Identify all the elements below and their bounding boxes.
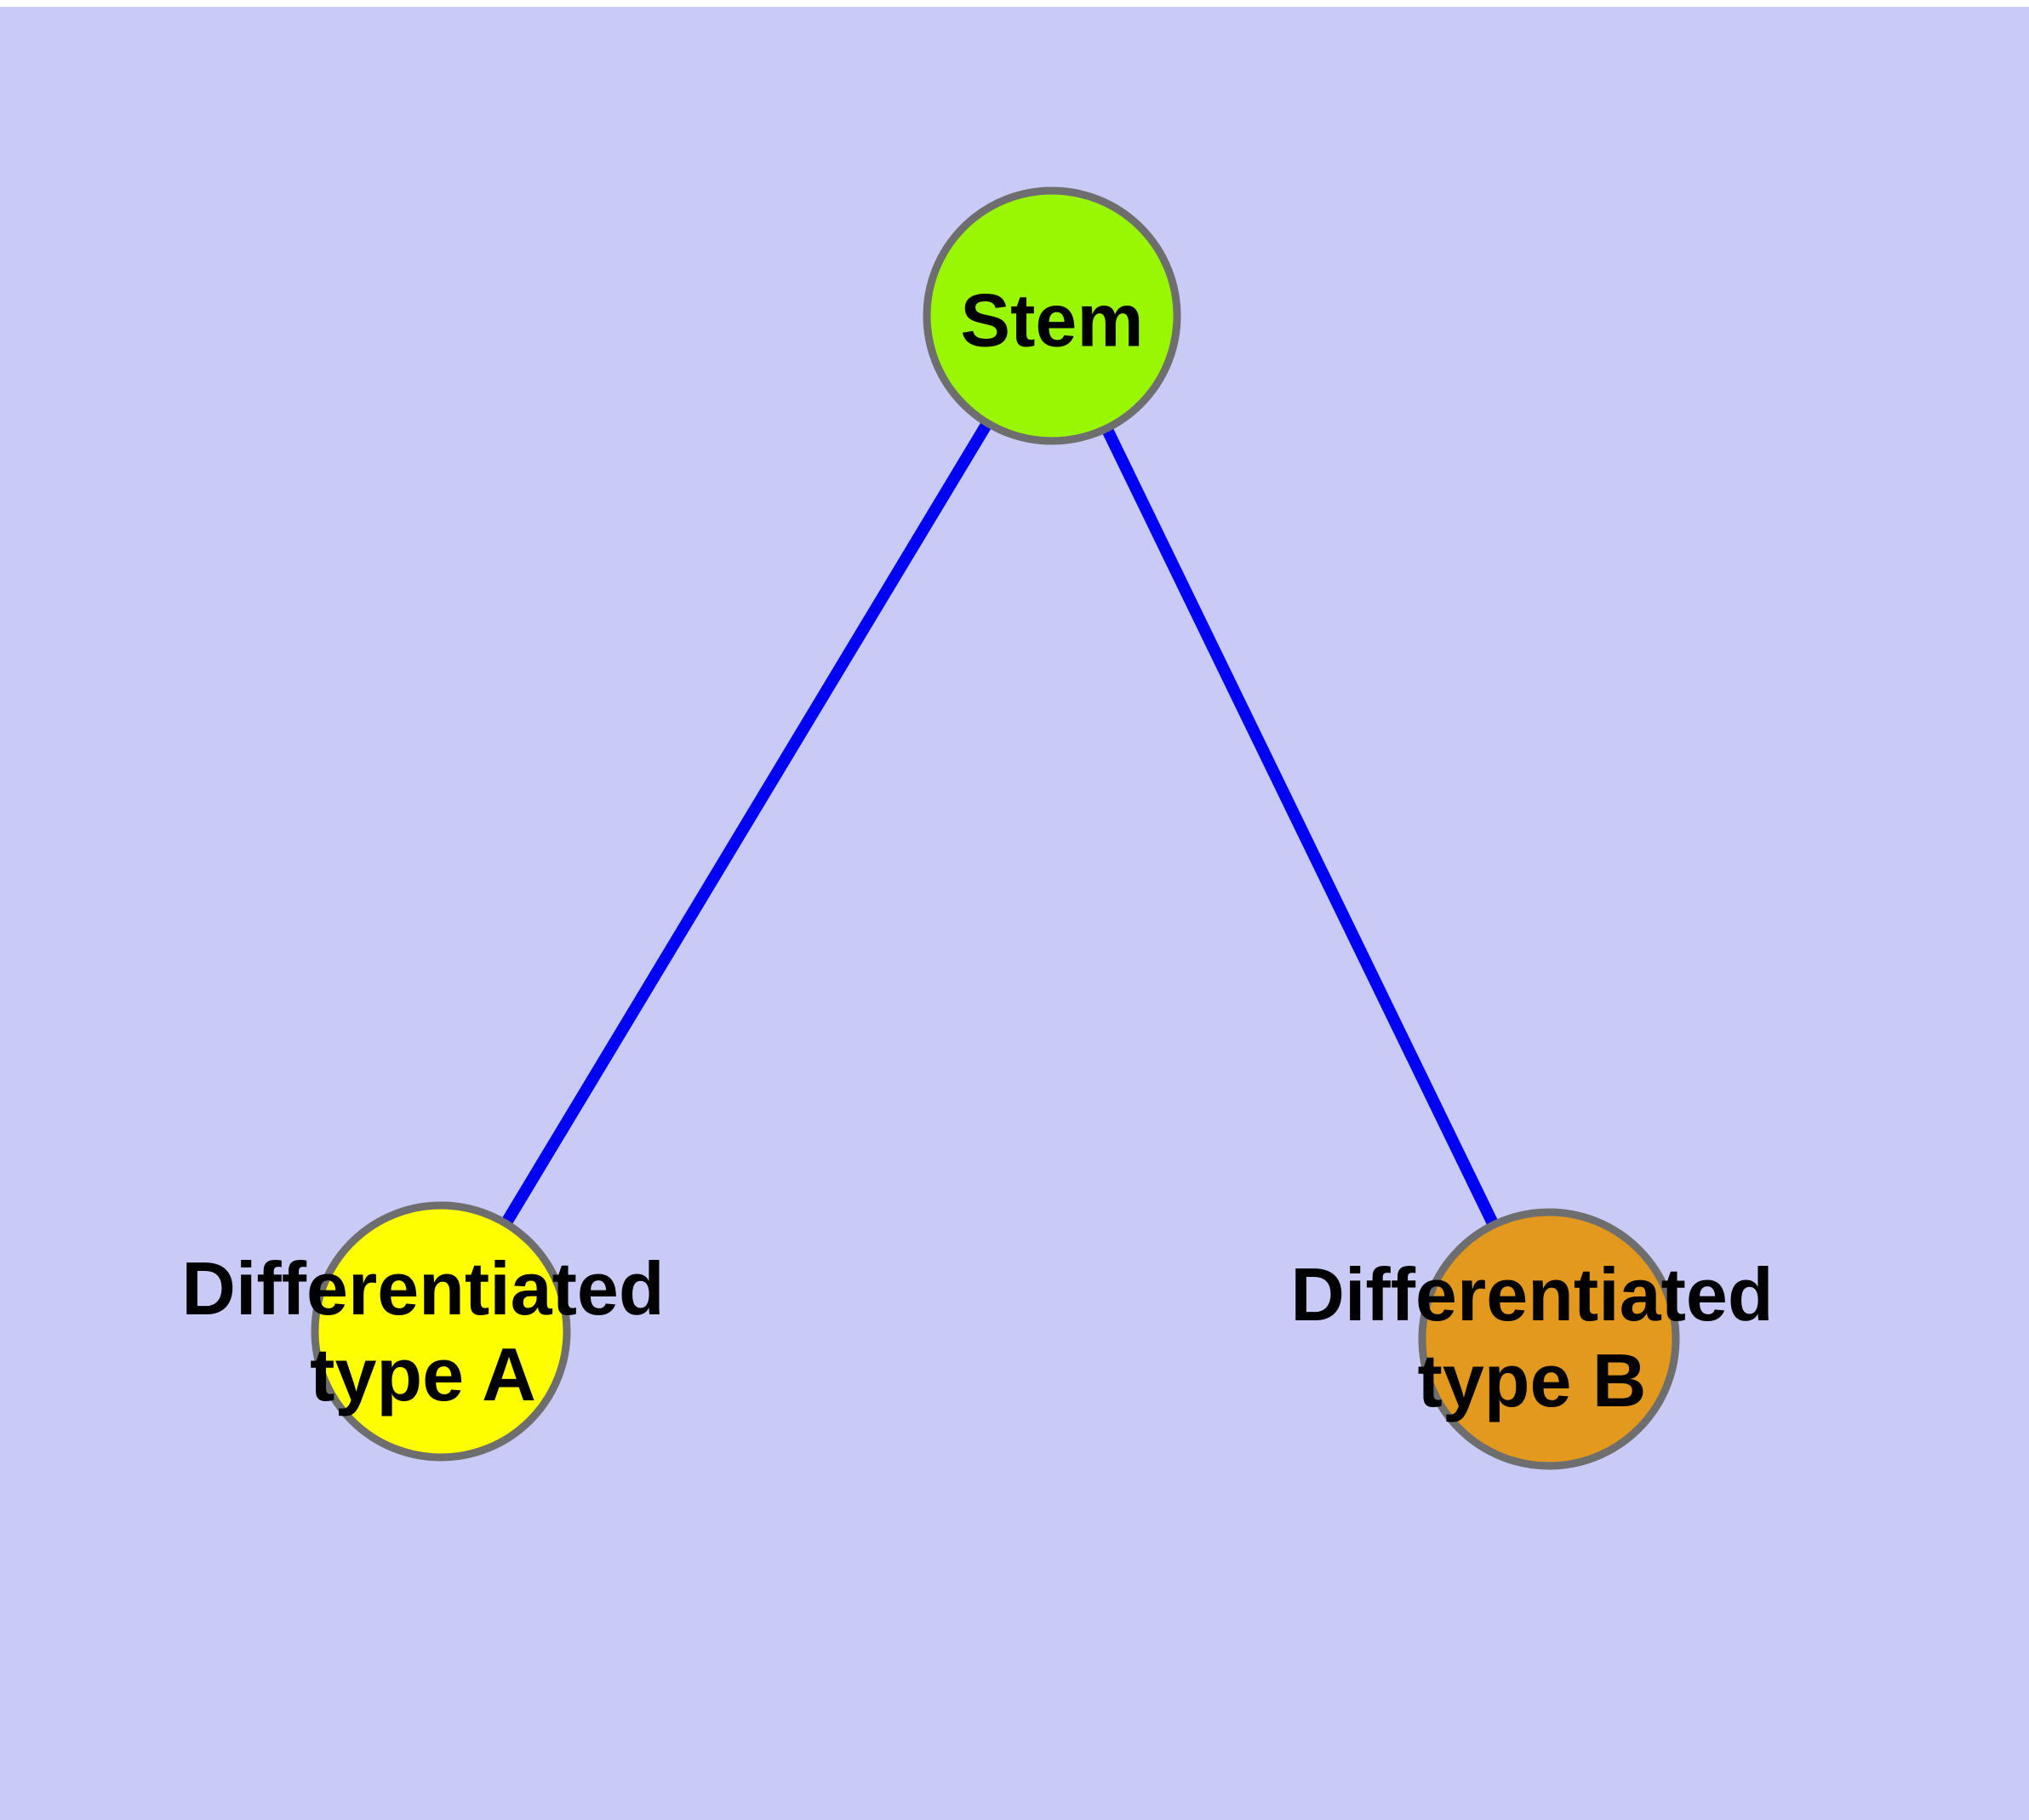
edge-stem-to-differentiated-type-b [1046,312,1555,1342]
edge-stem-to-differentiated-type-a [436,312,1057,1335]
node-stem-label: Stem [960,278,1143,363]
node-differentiated-type-a-circle [311,1201,571,1462]
node-differentiated-type-a-label-line-2: type A [310,1332,536,1417]
nodes-layer [311,186,1680,1470]
node-differentiated-type-b-label-line-2: type B [1418,1338,1647,1422]
node-differentiated-type-b-circle [1418,1208,1680,1470]
edges-layer [436,312,1555,1342]
node-stem-label-line-1: Stem [960,278,1143,363]
node-stem-circle [923,186,1181,445]
node-differentiated-type-b-label-line-1: Differentiated [1290,1252,1773,1336]
node-differentiated-type-a-label-line-1: Differentiated [181,1246,664,1331]
